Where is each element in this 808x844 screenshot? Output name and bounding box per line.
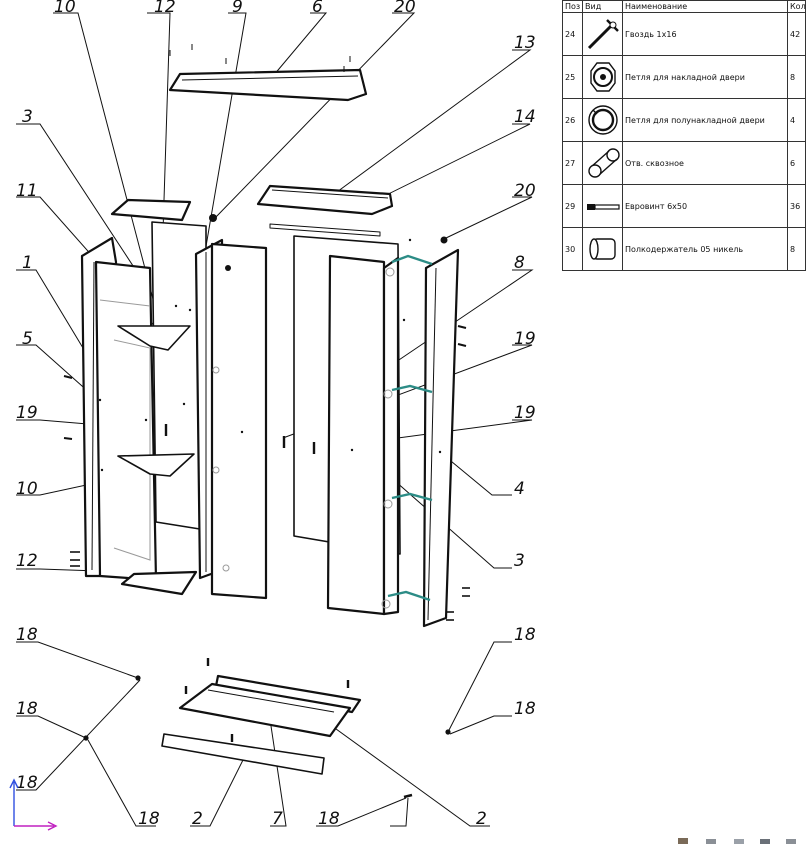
table-header-row: Поз Вид Наименование Кол.	[562, 0, 806, 13]
shelf-support-icon	[589, 238, 616, 260]
row-pos: 29	[562, 184, 583, 228]
row-qty: 8	[787, 55, 806, 99]
table-row: 25 Петля для накладной двери 8	[562, 55, 806, 99]
table-row: 27 Отв. сквозное 6	[562, 141, 806, 185]
callout-12: 12	[154, 0, 176, 17]
callout-18-a: 18	[16, 625, 38, 645]
table-row: 24 Гвоздь 1х16 42	[562, 12, 806, 56]
callout-18-d: 18	[514, 699, 536, 719]
table-row: 30 Полкодержатель 05 никель 8	[562, 227, 806, 271]
callout-18-e: 18	[16, 773, 38, 793]
half-overlay-hinge-icon	[588, 105, 618, 135]
callout-18-c: 18	[16, 699, 38, 719]
row-pos: 24	[562, 12, 583, 56]
callout-8: 8	[514, 253, 525, 273]
callout-19-right-top: 19	[514, 329, 536, 349]
callout-labels: 10 12 9 6 20 13 14 20 3 11 1 8 5 19 19 1…	[16, 0, 536, 829]
nail-icon	[587, 19, 619, 50]
status-icons	[678, 838, 796, 844]
callout-2-right: 2	[476, 809, 487, 829]
callout-19-right: 19	[514, 403, 536, 423]
header-qty: Кол.	[787, 0, 806, 13]
axis-triad-icon	[9, 778, 58, 831]
row-qty: 4	[787, 98, 806, 142]
callout-4: 4	[514, 479, 525, 499]
row-view	[582, 98, 623, 142]
callout-12-left: 12	[16, 551, 38, 571]
row-pos: 27	[562, 141, 583, 185]
status-icon	[734, 839, 744, 844]
status-icon	[678, 838, 688, 844]
row-view	[582, 184, 623, 228]
row-view	[582, 227, 623, 271]
callout-7: 7	[272, 809, 283, 829]
overlay-hinge-icon	[590, 62, 616, 92]
callout-20-right: 20	[514, 181, 536, 201]
status-icon	[786, 839, 796, 844]
table-row: 29 Евровинт 6х50 36	[562, 184, 806, 228]
row-view	[582, 55, 623, 99]
row-name: Петля для накладной двери	[622, 55, 788, 99]
euroscrew-icon	[587, 204, 620, 210]
row-pos: 25	[562, 55, 583, 99]
callout-18-b: 18	[514, 625, 536, 645]
shelf-13	[256, 184, 394, 216]
callout-2-left: 2	[192, 809, 203, 829]
table-row: 26 Петля для полунакладной двери 4	[562, 98, 806, 142]
row-view	[582, 12, 623, 56]
status-icon	[760, 839, 770, 844]
callout-20: 20	[394, 0, 416, 17]
callout-13: 13	[514, 33, 536, 53]
callout-1: 1	[22, 253, 33, 273]
bottom-assembly	[83, 658, 451, 799]
row-qty: 42	[787, 12, 806, 56]
callout-6: 6	[312, 0, 323, 17]
callout-3-right: 3	[514, 551, 525, 571]
row-name: Гвоздь 1х16	[622, 12, 788, 56]
row-view	[582, 141, 623, 185]
header-view: Вид	[582, 0, 623, 13]
callout-19-left: 19	[16, 403, 38, 423]
parts-table: Поз Вид Наименование Кол. 24 Гвоздь 1х16…	[562, 0, 806, 271]
row-pos: 30	[562, 227, 583, 271]
through-hole-icon	[588, 148, 620, 178]
row-name: Полкодержатель 05 никель	[622, 227, 788, 271]
row-pos: 26	[562, 98, 583, 142]
strip-14	[269, 223, 381, 237]
callout-11: 11	[16, 181, 38, 201]
callout-18-g: 18	[318, 809, 340, 829]
top-panel-6	[168, 44, 368, 102]
row-name: Петля для полунакладной двери	[622, 98, 788, 142]
row-qty: 8	[787, 227, 806, 271]
right-side-panel-4	[381, 248, 470, 628]
row-name: Евровинт 6х50	[622, 184, 788, 228]
header-pos: Поз	[562, 0, 583, 13]
status-icon	[706, 839, 716, 844]
left-door	[210, 242, 268, 600]
row-qty: 6	[787, 141, 806, 185]
callout-18-f: 18	[138, 809, 160, 829]
callout-5: 5	[22, 329, 33, 349]
callout-10: 10	[54, 0, 76, 17]
header-name: Наименование	[622, 0, 788, 13]
callout-3-left: 3	[22, 107, 33, 127]
row-name: Отв. сквозное	[622, 141, 788, 185]
row-qty: 36	[787, 184, 806, 228]
callout-10-left: 10	[16, 479, 38, 499]
left-cabinet	[63, 198, 224, 596]
callout-14: 14	[514, 107, 536, 127]
callout-9: 9	[232, 0, 243, 17]
